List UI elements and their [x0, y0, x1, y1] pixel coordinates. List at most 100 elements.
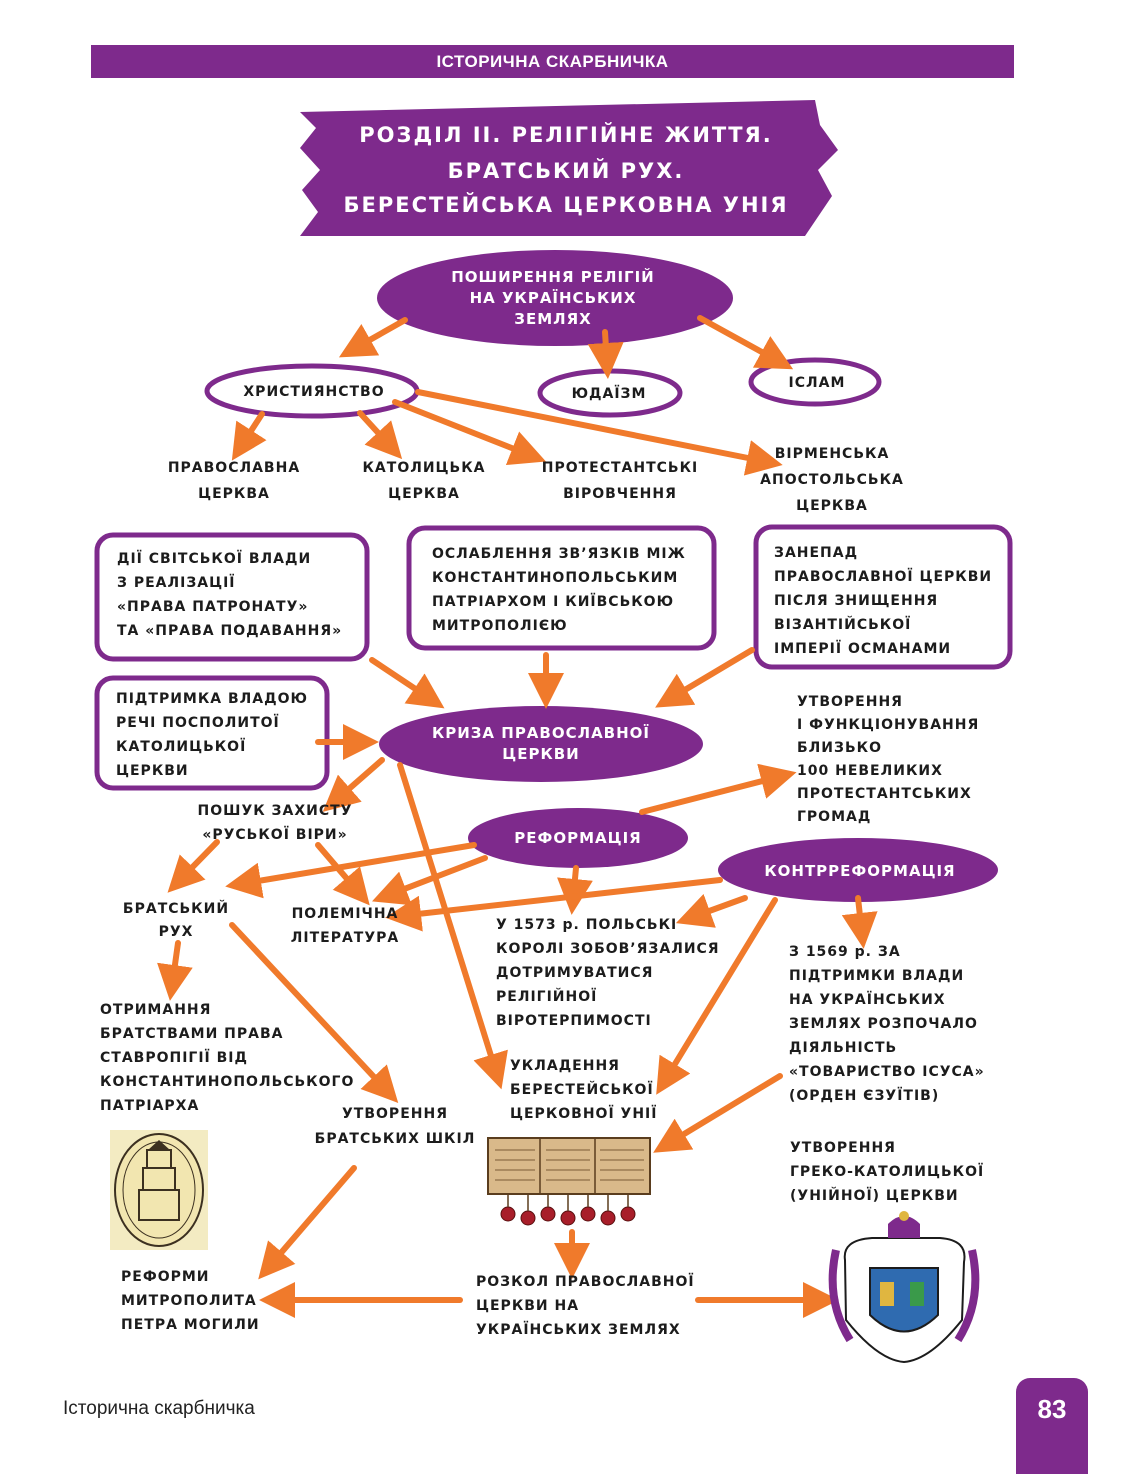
weakening-line-3: ПАТРІАРХОМ І КИЇВСЬКОЮ	[432, 593, 674, 610]
communities-line-2: І ФУНКЦІОНУВАННЯ	[797, 717, 979, 733]
christianity-label: ХРИСТИЯНСТВО	[243, 384, 384, 400]
tolerance-line-4: РЕЛІГІЙНОЇ	[496, 988, 597, 1005]
spread-line-3: ЗЕМЛЯХ	[514, 310, 591, 328]
support-line-2: РЕЧІ ПОСПОЛИТОЇ	[116, 714, 280, 731]
schism-line-1: РОЗКОЛ ПРАВОСЛАВНОЇ	[476, 1273, 695, 1290]
greekcath-line-3: (УНІЙНОЇ) ЦЕРКВИ	[790, 1187, 959, 1204]
section-banner: ІСТОРИЧНА СКАРБНИЧКА	[91, 45, 1014, 78]
brotherhood-line-2: РУХ	[159, 924, 194, 940]
tolerance-line-5: ВІРОТЕРПИМОСТІ	[496, 1013, 652, 1029]
decline-line-1: ЗАНЕПАД	[774, 545, 858, 561]
arrow	[338, 317, 408, 358]
arrow	[229, 922, 399, 1103]
secular-line-3: «ПРАВА ПАТРОНАТУ»	[117, 599, 308, 615]
stauropegia-line-4: КОНСТАНТИНОПОЛЬСЬКОГО	[100, 1074, 354, 1090]
union-line-1: УКЛАДЕННЯ	[510, 1058, 620, 1074]
support-line-4: ЦЕРКВИ	[116, 763, 189, 779]
brotherhood-seal-icon	[110, 1130, 208, 1250]
jesuits-line-3: НА УКРАЇНСЬКИХ	[789, 991, 946, 1008]
secular-line-2: З РЕАЛІЗАЦІЇ	[117, 574, 236, 591]
jesuits-line-6: «ТОВАРИСТВО ІСУСА»	[789, 1064, 985, 1080]
schools-line-1: УТВОРЕННЯ	[342, 1106, 448, 1122]
decline-box	[753, 524, 1013, 670]
schism-line-2: ЦЕРКВИ НА	[476, 1298, 579, 1314]
crisis-ellipse	[379, 706, 703, 782]
search-line-1: ПОШУК ЗАХИСТУ	[198, 803, 353, 819]
decline-line-2: ПРАВОСЛАВНОЇ ЦЕРКВИ	[774, 568, 992, 585]
stauropegia-line-1: ОТРИМАННЯ	[100, 1002, 211, 1018]
footer-text: Історична скарбничка	[63, 1398, 255, 1419]
mohyla-line-3: ПЕТРА МОГИЛИ	[121, 1317, 260, 1333]
arrow	[415, 389, 783, 476]
arrow	[675, 893, 748, 928]
arrow	[231, 411, 267, 461]
arrow	[357, 410, 403, 460]
polemic-line-1: ПОЛЕМІЧНА	[292, 906, 399, 922]
decline-line-3: ПІСЛЯ ЗНИЩЕННЯ	[774, 593, 938, 609]
spread-ellipse	[377, 250, 733, 346]
support-box	[94, 675, 330, 791]
communities-line-5: ПРОТЕСТАНТСЬКИХ	[797, 786, 972, 802]
stauropegia-line-2: БРАТСТВАМИ ПРАВА	[100, 1026, 284, 1042]
crisis-line-1: КРИЗА ПРАВОСЛАВНОЇ	[432, 723, 650, 742]
communities-line-4: 100 НЕВЕЛИКИХ	[797, 763, 943, 779]
arrow	[157, 940, 193, 1001]
armenian-line-3: ЦЕРКВА	[796, 498, 868, 514]
schools-line-2: БРАТСЬКИХ ШКІЛ	[315, 1131, 476, 1147]
communities-line-3: БЛИЗЬКО	[797, 740, 882, 756]
arrow	[697, 315, 794, 370]
weakening-line-1: ОСЛАБЛЕННЯ ЗВ’ЯЗКІВ МІЖ	[432, 546, 686, 562]
spread-line-1: ПОШИРЕННЯ РЕЛІГІЙ	[451, 267, 654, 286]
reformation-label: РЕФОРМАЦІЯ	[514, 829, 641, 847]
jesuits-line-5: ДІЯЛЬНІСТЬ	[789, 1040, 897, 1056]
arrow	[167, 839, 220, 893]
arrow	[385, 877, 723, 932]
spread-line-2: НА УКРАЇНСЬКИХ	[470, 288, 637, 307]
arrow	[587, 329, 624, 379]
union-line-3: ЦЕРКОВНОЇ УНІЇ	[510, 1105, 657, 1122]
arrow	[653, 1073, 783, 1153]
secular-line-1: ДІЇ СВІТСЬКОЇ ВЛАДИ	[117, 550, 311, 567]
catholic-line-2: ЦЕРКВА	[388, 486, 460, 502]
tolerance-line-3: ДОТРИМУВАТИСЯ	[496, 965, 653, 981]
arrow	[841, 895, 878, 949]
title-line-3: БЕРЕСТЕЙСЬКА ЦЕРКОВНА УНІЯ	[343, 192, 788, 217]
page-number: 83	[1016, 1378, 1088, 1474]
jesuits-line-7: (ОРДЕН ЄЗУЇТІВ)	[789, 1087, 939, 1104]
orthodox-line-1: ПРАВОСЛАВНА	[168, 460, 300, 476]
support-line-1: ПІДТРИМКА ВЛАДОЮ	[116, 691, 308, 707]
greekcath-line-2: ГРЕКО-КАТОЛИЦЬКОЇ	[790, 1163, 984, 1180]
arrow	[639, 763, 797, 815]
islam-label: ІСЛАМ	[789, 375, 846, 391]
armenian-line-2: АПОСТОЛЬСЬКА	[760, 472, 904, 488]
union-line-2: БЕРЕСТЕЙСЬКОЇ	[510, 1081, 654, 1098]
weakening-line-4: МИТРОПОЛІЄЮ	[432, 618, 568, 634]
schism-line-3: УКРАЇНСЬКИХ ЗЕМЛЯХ	[476, 1321, 681, 1338]
arrow	[369, 657, 445, 709]
arrows	[157, 315, 878, 1318]
stauropegia-line-5: ПАТРІАРХА	[100, 1098, 199, 1114]
support-line-3: КАТОЛИЦЬКОЇ	[116, 738, 246, 755]
decline-line-4: ВІЗАНТІЙСЬКОЇ	[774, 616, 911, 633]
catholic-line-1: КАТОЛИЦЬКА	[362, 460, 485, 476]
secular-line-4: ТА «ПРАВА ПОДАВАННЯ»	[117, 623, 342, 639]
decline-line-5: ІМПЕРІЇ ОСМАНАМИ	[774, 640, 951, 657]
mohyla-line-1: РЕФОРМИ	[121, 1269, 210, 1285]
communities-line-6: ГРОМАД	[797, 809, 871, 825]
brotherhood-line-1: БРАТСЬКИЙ	[123, 900, 229, 917]
tolerance-line-2: КОРОЛІ ЗОБОВ’ЯЗАЛИСЯ	[496, 941, 720, 957]
arrow	[225, 842, 477, 899]
orthodox-line-2: ЦЕРКВА	[198, 486, 270, 502]
polemic-line-2: ЛІТЕРАТУРА	[291, 930, 400, 946]
jesuits-line-1: З 1569 р. ЗА	[789, 944, 901, 960]
crisis-line-2: ЦЕРКВИ	[502, 745, 579, 763]
arrow	[655, 647, 755, 708]
coat-of-arms-icon	[828, 1211, 980, 1364]
counter-ellipse	[718, 838, 998, 902]
greekcath-line-1: УТВОРЕННЯ	[790, 1140, 896, 1156]
secular-box	[94, 532, 370, 662]
weakening-box	[406, 525, 717, 651]
communities-line-1: УТВОРЕННЯ	[797, 694, 903, 710]
